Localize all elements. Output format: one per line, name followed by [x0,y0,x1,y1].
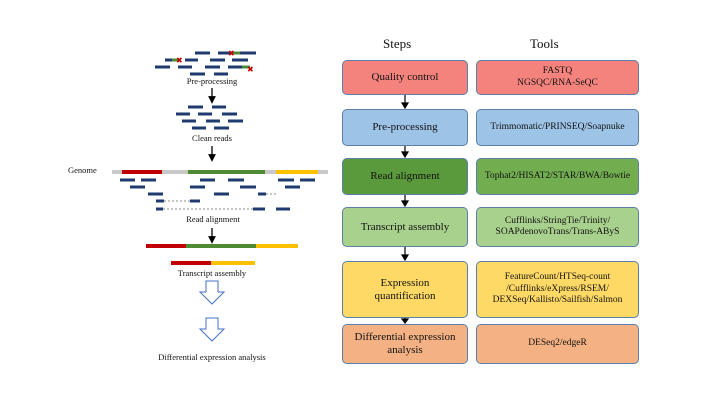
error-x-icon: ✖ [228,49,235,58]
label-differential-expression: Differential expression analysis [158,352,266,362]
label-genome: Genome [68,165,97,175]
tools-read-alignment: Tophat2/HISAT2/STAR/BWA/Bowtie [476,158,639,195]
step-label: Differential expression analysis [354,331,456,356]
step-read-alignment: Read alignment [342,158,468,195]
arrow-down-icon [400,151,410,159]
tools-differential-expression: DESeq2/edgeR [476,324,639,364]
tools-expression-quantification: FeatureCount/HTSeq-count /Cufflinks/eXpr… [476,261,639,318]
assembled-transcript [146,244,298,265]
arrow-down-icon [400,102,410,110]
spliced-read-gaps [163,193,278,210]
step-differential-expression: Differential expression analysis [342,324,468,364]
tools-label: Trimmomatic/PRINSEQ/Soapnuke [490,121,625,132]
clean-reads [176,105,243,130]
step-transcript-assembly: Transcript assembly [342,207,468,247]
tools-label: FeatureCount/HTSeq-count /Cufflinks/eXpr… [492,272,623,306]
label-transcript-assembly: Transcript assembly [177,268,247,278]
step-label: Transcript assembly [360,220,450,233]
low-quality-read-marks: ✖ ✖ ✖ [172,49,254,74]
label-clean-reads: Clean reads [192,133,232,143]
aligned-reads [120,178,315,211]
tools-label: Cufflinks/StringTie/Trinity/ SOAPdenovoT… [495,215,620,238]
hollow-arrow-down-icon [198,317,226,342]
tools-quality-control: FASTQ NGSQC/RNA-SeQC [476,60,639,95]
step-label: Quality control [371,71,439,83]
tools-header: Tools [530,36,559,51]
raw-reads [155,51,256,76]
arrow-down-icon [400,254,410,262]
arrow-down-icon [400,318,410,324]
tools-transcript-assembly: Cufflinks/StringTie/Trinity/ SOAPdenovoT… [476,207,639,247]
tools-label: DESeq2/edgeR [528,338,587,349]
step-pre-processing: Pre-processing [342,109,468,146]
label-read-alignment: Read alignment [186,214,240,224]
hollow-arrow-down-icon [198,280,226,305]
tools-label: FASTQ NGSQC/RNA-SeQC [517,66,598,88]
arrow-down-icon [400,200,410,208]
step-quality-control: Quality control [342,60,468,95]
error-x-icon: ✖ [247,65,254,74]
step-expression-quantification: Expression quantification [342,261,468,318]
tools-pre-processing: Trimmomatic/PRINSEQ/Soapnuke [476,109,639,146]
step-label: Expression quantification [374,276,436,302]
error-x-icon: ✖ [176,56,183,65]
tools-label: Tophat2/HISAT2/STAR/BWA/Bowtie [484,170,631,181]
steps-header: Steps [383,36,412,51]
step-label: Read alignment [370,170,440,182]
step-label: Pre-processing [372,121,438,133]
label-preprocessing: Pre-processing [186,76,238,86]
